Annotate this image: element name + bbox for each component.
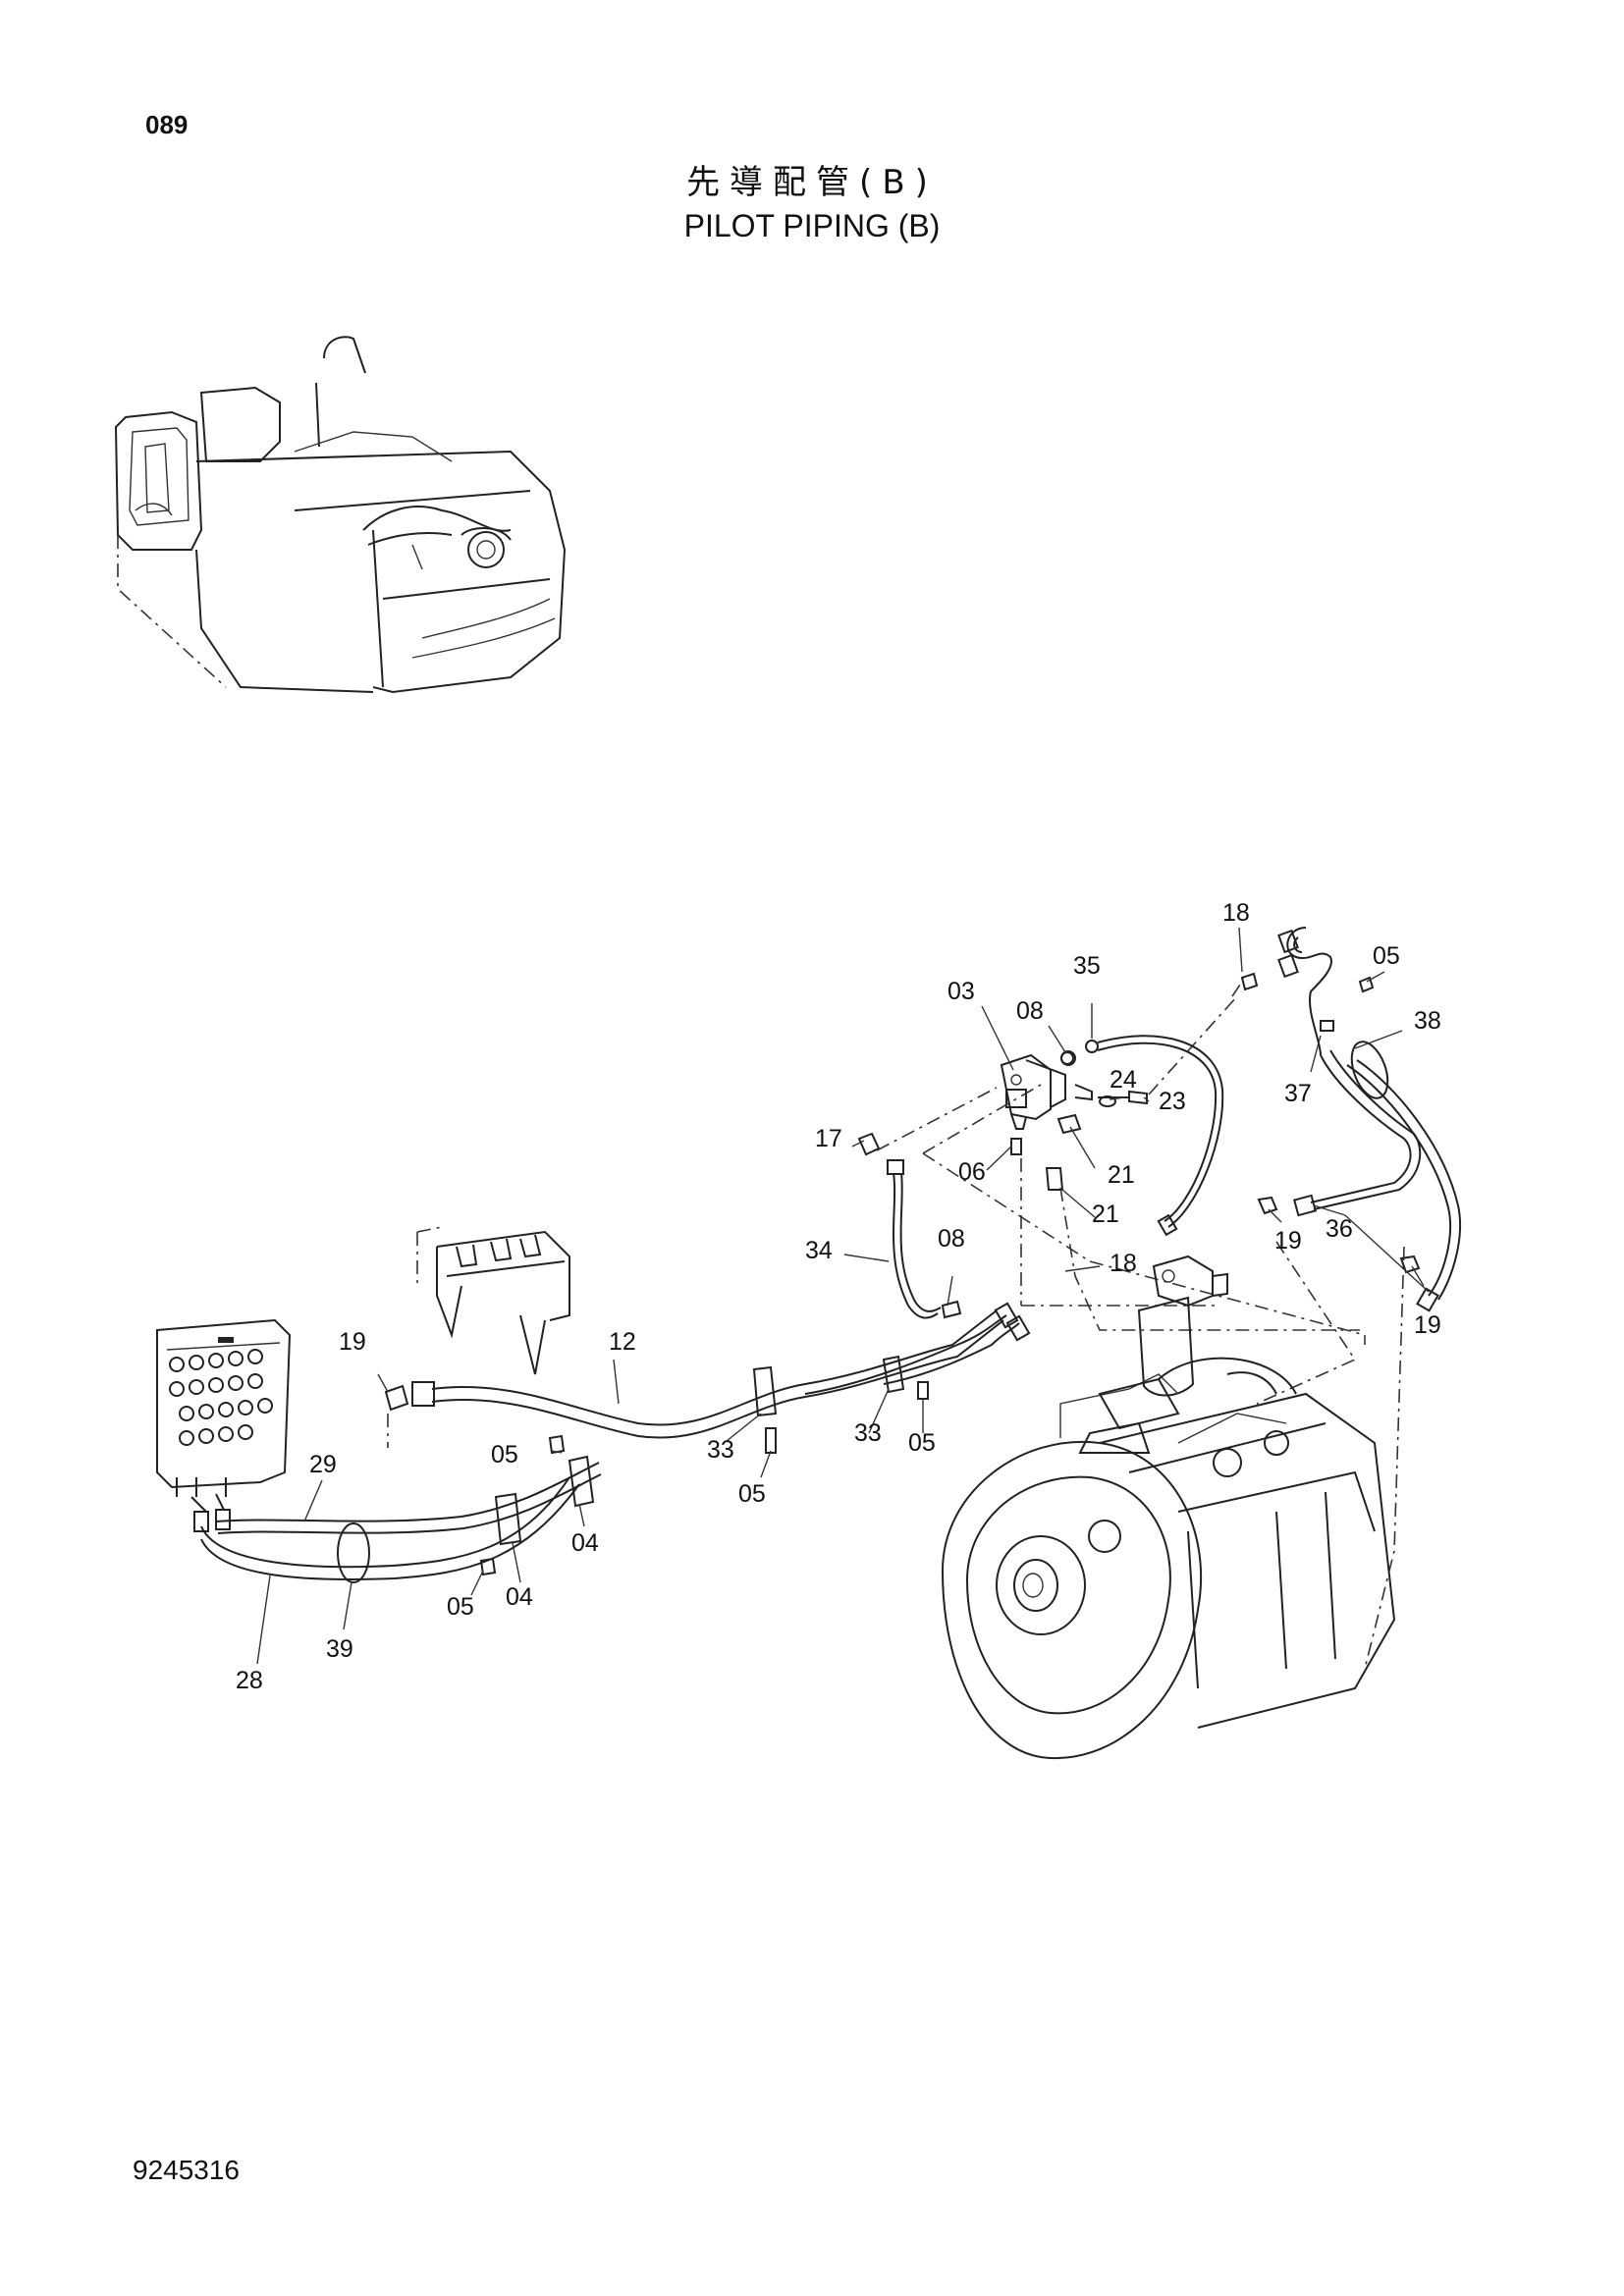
callout-17: 17 <box>815 1125 842 1152</box>
hose-34 <box>893 1172 939 1319</box>
callout-05-top-right: 05 <box>1373 942 1400 970</box>
callout-36: 36 <box>1326 1215 1353 1243</box>
hose-35 <box>1097 1035 1224 1228</box>
callout-24: 24 <box>1110 1066 1137 1094</box>
fitting-17 <box>857 1132 881 1156</box>
callout-18-lower: 18 <box>1110 1250 1137 1277</box>
hose-12 <box>431 1309 998 1426</box>
callout-12: 12 <box>609 1328 636 1356</box>
callout-08-lower: 08 <box>938 1225 965 1253</box>
callout-05-mid: 05 <box>491 1441 518 1468</box>
fitting-08-top <box>1060 1051 1074 1065</box>
callout-18-upper: 18 <box>1222 899 1250 927</box>
hydraulic-pump-unit <box>941 1357 1396 1760</box>
callout-06: 06 <box>958 1158 986 1186</box>
callout-04-right: 04 <box>571 1529 599 1557</box>
callout-21-lower: 21 <box>1092 1201 1119 1228</box>
page-number: 089 <box>145 110 189 139</box>
callout-04-left: 04 <box>506 1583 533 1611</box>
callout-23: 23 <box>1159 1088 1186 1115</box>
clamp-33-a <box>752 1365 778 1417</box>
callout-35: 35 <box>1073 952 1101 980</box>
clamp-33-b <box>882 1355 905 1394</box>
callout-29: 29 <box>309 1451 337 1478</box>
callout-05-center: 05 <box>738 1480 766 1508</box>
callout-19-left: 19 <box>339 1328 366 1356</box>
band-39 <box>337 1522 370 1583</box>
callout-21-upper: 21 <box>1108 1161 1135 1189</box>
hose-29 <box>215 1462 600 1522</box>
bolt-23 <box>1128 1090 1148 1105</box>
callout-37: 37 <box>1284 1080 1312 1107</box>
callout-08-upper: 08 <box>1016 997 1044 1025</box>
callout-03: 03 <box>947 978 975 1005</box>
callout-33-left: 33 <box>707 1436 734 1464</box>
hose-28 <box>200 1476 570 1569</box>
control-valve-block <box>156 1318 292 1497</box>
excavator-overview-illustration <box>114 336 567 694</box>
document-number: 9245316 <box>133 2155 241 2185</box>
fitting-06 <box>1010 1138 1022 1155</box>
washer-24 <box>1099 1095 1117 1107</box>
fitting-21-a <box>1056 1113 1082 1135</box>
fitting-35-end <box>1085 1040 1099 1053</box>
pilot-filter <box>1137 1255 1228 1397</box>
callout-38: 38 <box>1414 1007 1441 1035</box>
clamp-04-b <box>494 1492 522 1546</box>
clamp-04-a <box>568 1455 595 1508</box>
callout-19-right-lower: 19 <box>1414 1311 1441 1339</box>
callout-19-right-upper: 19 <box>1274 1227 1302 1255</box>
callout-39: 39 <box>326 1635 353 1663</box>
title-japanese: 先導配管(B) <box>686 163 938 202</box>
leader-lines <box>256 927 1430 1665</box>
fitting-21-b <box>1045 1167 1064 1191</box>
callout-33-right: 33 <box>854 1419 882 1447</box>
pipe-group-36-37-38 <box>1240 927 1462 1312</box>
callout-05-bottom: 05 <box>447 1593 474 1621</box>
callout-05-right: 05 <box>908 1429 936 1457</box>
title-english: PILOT PIPING (B) <box>683 208 941 243</box>
callout-28: 28 <box>236 1667 263 1694</box>
pilot-valve-bracket <box>416 1226 570 1375</box>
callout-34: 34 <box>805 1237 833 1264</box>
